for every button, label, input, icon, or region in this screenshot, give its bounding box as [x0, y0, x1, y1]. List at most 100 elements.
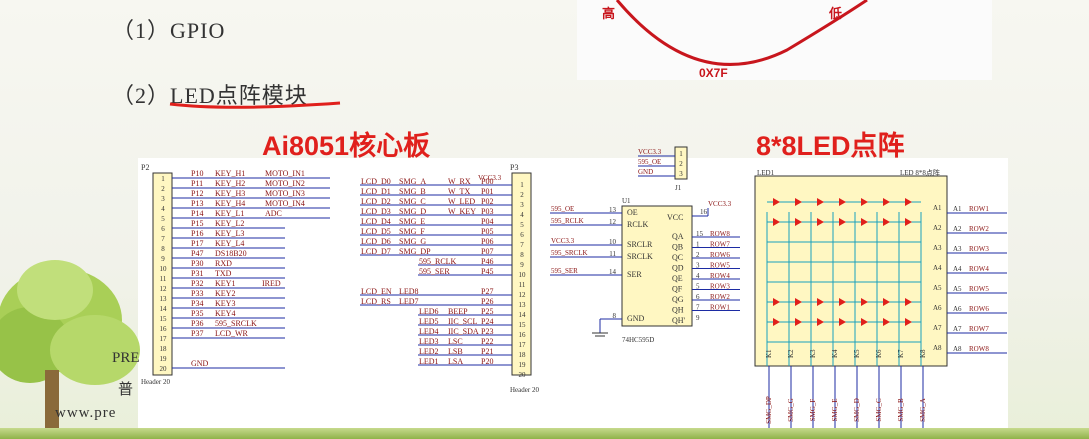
u1-left-signal: GND [627, 314, 645, 323]
p2-signal-name: KEY_H1 [215, 169, 245, 178]
u1-left-net: 595_SRCLK [551, 249, 588, 257]
p2-pin-number: 16 [160, 325, 168, 333]
led1-col-net: SMG_B [897, 398, 905, 422]
p3-signal-extra: LSC [448, 337, 463, 346]
led1-col-net: SMG_F [809, 399, 817, 422]
led1-row-a: A7 [953, 325, 962, 333]
u1-right-signal: QH [672, 306, 684, 315]
p3-port: P21 [481, 347, 493, 356]
led1-row-a: A1 [953, 205, 962, 213]
p2-signal-extra: MOTO_IN4 [265, 199, 305, 208]
led-diode [773, 318, 780, 326]
p3-pin-number: 8 [520, 251, 524, 259]
u1-right-net: ROW5 [710, 262, 730, 270]
u1-left-net: 595_SER [551, 267, 578, 275]
p2-signal-port: P14 [191, 209, 203, 218]
led1-row-net: ROW4 [969, 265, 989, 273]
p2-signal-port: P31 [191, 269, 203, 278]
u1-left-pin: 12 [609, 218, 617, 226]
led1-row-a: A4 [953, 265, 962, 273]
p3-port: P46 [481, 257, 493, 266]
led1-designator: LED1 [757, 169, 775, 177]
p2-signal-port: P17 [191, 239, 203, 248]
p3-port: P25 [481, 307, 493, 316]
p3-signal-extra: LSA [448, 357, 463, 366]
p2-pin-number: 9 [161, 255, 165, 263]
u1-right-pin: 5 [696, 283, 700, 291]
p3-pin-number: 19 [519, 361, 527, 369]
p3-signal-mid: SMG_C [399, 197, 426, 206]
u1-right-pin: 7 [696, 304, 700, 312]
p2-pin-number: 1 [161, 175, 165, 183]
p3-pin-number: 11 [519, 281, 526, 289]
led1-cathode-label: K2 [787, 349, 795, 358]
u1-body [621, 205, 693, 327]
led1-row-net: ROW7 [969, 325, 989, 333]
led1-row-a: A8 [953, 345, 962, 353]
p3-port: P03 [481, 207, 493, 216]
p3-signal-left: LCD_D7 [361, 247, 391, 256]
p3-signal-mid: SMG_A [399, 177, 426, 186]
led1-anode-label: A3 [933, 244, 942, 252]
hex-value: 0X7F [699, 66, 728, 80]
led1-anode-label: A8 [933, 344, 942, 352]
p3-port: P20 [481, 357, 493, 366]
u1-vcc-pin: 16 [700, 208, 708, 216]
led-diode [905, 298, 912, 306]
u1-part: 74HC595D [622, 336, 654, 344]
u1-vcc-label: VCC [667, 213, 683, 222]
p2-pin-number: 19 [160, 355, 168, 363]
p2-signal-port: P34 [191, 299, 203, 308]
u1-right-signal: QE [672, 274, 683, 283]
led-diode [839, 198, 846, 206]
led-diode [861, 198, 868, 206]
p3-pin-number: 15 [519, 321, 527, 329]
p3-signal-left: LCD_D0 [361, 177, 391, 186]
u1-left-signal: SRCLR [627, 240, 653, 249]
p3-pin-number: 13 [519, 301, 527, 309]
p3-port: P26 [481, 297, 493, 306]
j1-body [674, 146, 688, 180]
p3-pin-number: 3 [520, 201, 524, 209]
p3-signal-mid: SMG_DP [399, 247, 431, 256]
led-diode [905, 318, 912, 326]
p3-signal-mid: LED7 [399, 297, 419, 306]
led-diode [773, 198, 780, 206]
led-diode [839, 218, 846, 226]
p3-signal-left: LCD_D5 [361, 227, 391, 236]
led1-anode-label: A1 [933, 204, 942, 212]
u1-left-pin: 10 [609, 238, 617, 246]
p3-port: P07 [481, 247, 493, 256]
led1-body [754, 175, 948, 367]
p2-signal-name: KEY_L2 [215, 219, 244, 228]
p3-pin-number: 2 [520, 191, 524, 199]
p3-signal-mid: SMG_E [399, 217, 425, 226]
u1-right-pin: 6 [696, 293, 700, 301]
led1-anode-label: A6 [933, 304, 942, 312]
p2-signal-name: KEY_L3 [215, 229, 244, 238]
u1-left-signal: SRCLK [627, 252, 653, 261]
p2-signal-port: P16 [191, 229, 203, 238]
p3-signal-left: LCD_D3 [361, 207, 391, 216]
heading-led-module: （2）LED点阵模块 [112, 78, 308, 110]
p2-pin-number: 15 [160, 315, 168, 323]
p3-signal-left: LCD_D6 [361, 237, 391, 246]
u1-left-signal: RCLK [627, 220, 649, 229]
p2-signal-extra: MOTO_IN1 [265, 169, 305, 178]
p2-signal-port: P47 [191, 249, 203, 258]
p3-pin-number: 5 [520, 221, 524, 229]
led1-col-net: SMG_DP [765, 396, 773, 424]
high-label: 高 [602, 6, 615, 22]
led1-row-net: ROW1 [969, 205, 989, 213]
led1-cathode-label: K3 [809, 349, 817, 358]
waveform-inset: 高 低 0X7F [577, 0, 992, 80]
p2-pin-number: 6 [161, 225, 165, 233]
p3-pin-number: 10 [519, 271, 527, 279]
j1-pin: 1 [679, 150, 683, 158]
p3-designator: P3 [510, 163, 518, 172]
led1-anode-label: A4 [933, 264, 942, 272]
p2-designator: P2 [141, 163, 149, 172]
led1-cathode-label: K6 [875, 349, 883, 358]
u1-right-net: ROW7 [710, 241, 730, 249]
u1-left-net: 595_RCLK [551, 217, 584, 225]
